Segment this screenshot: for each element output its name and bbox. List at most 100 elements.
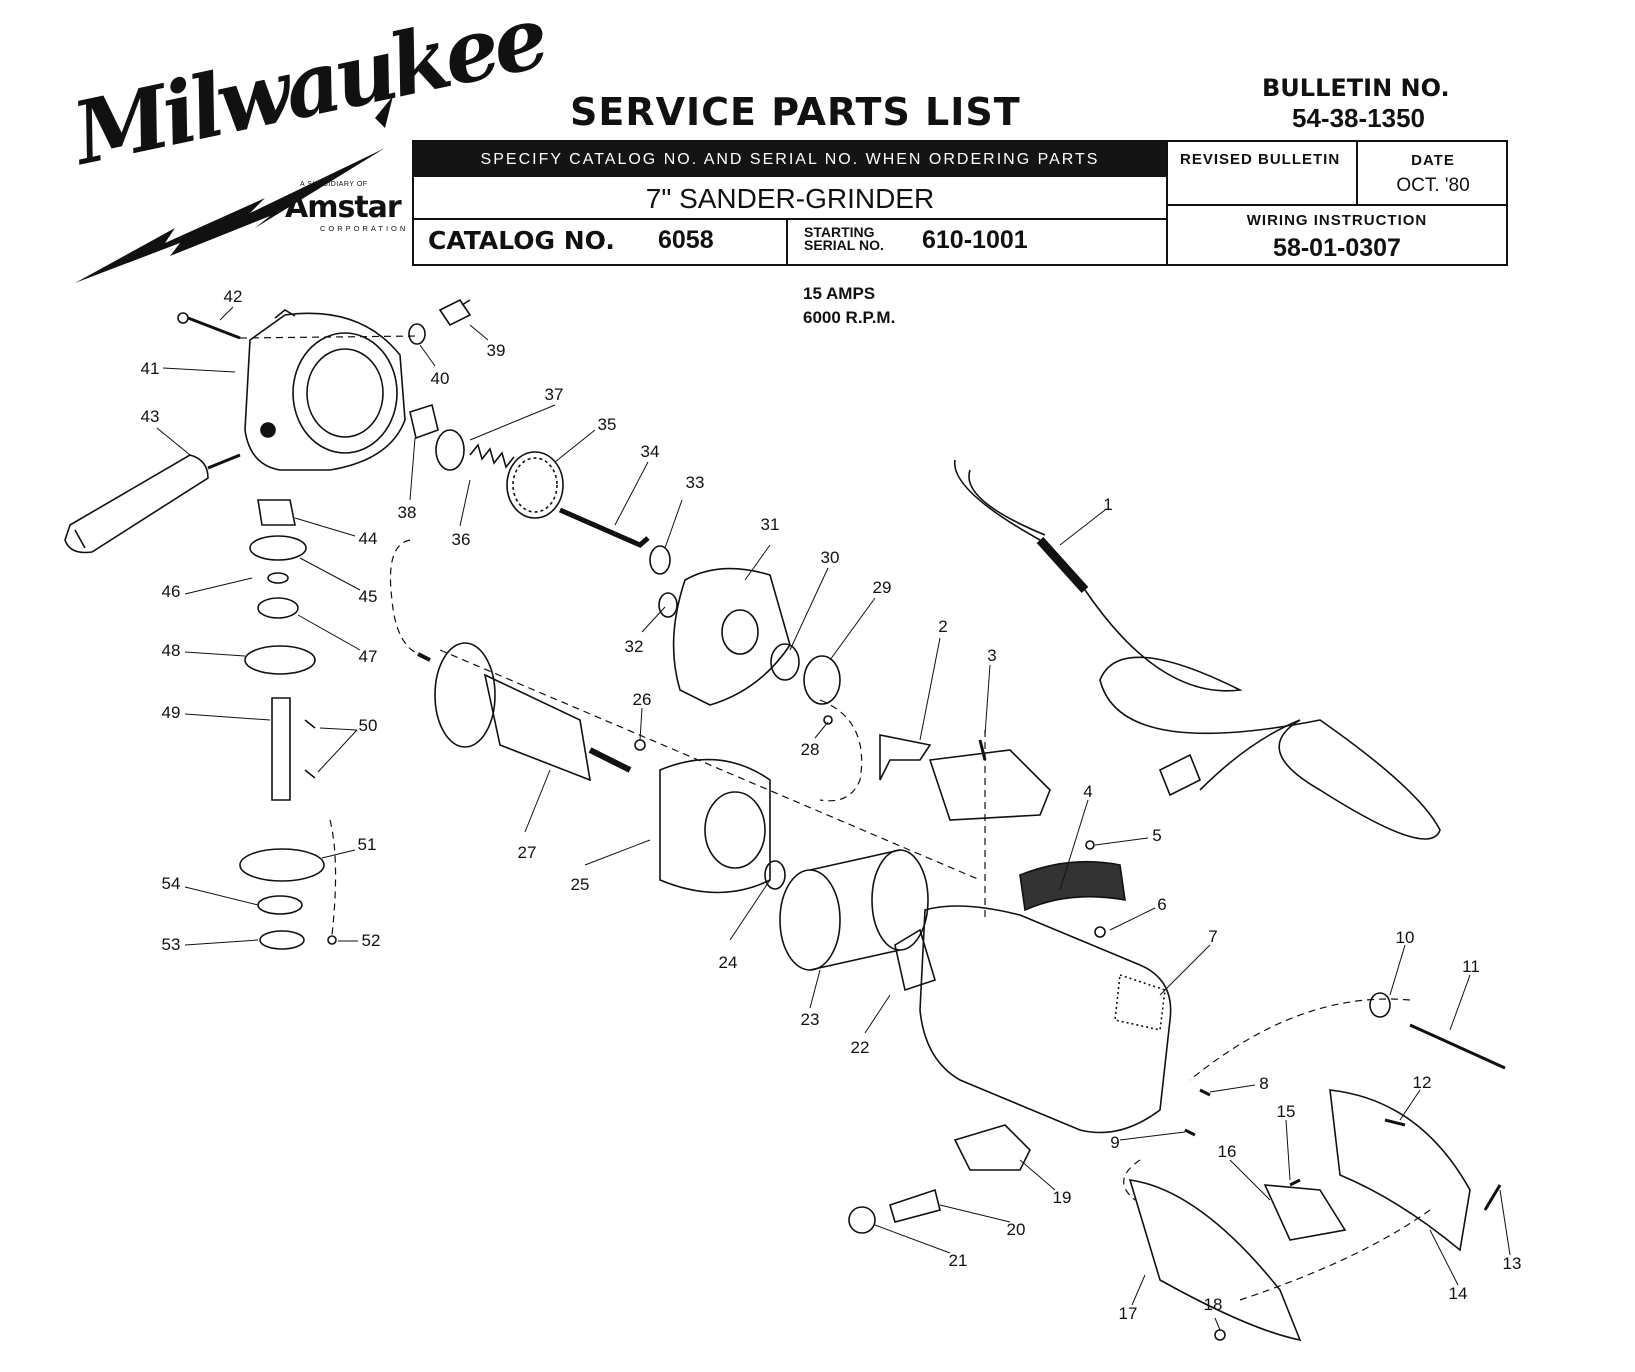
date-label: DATE: [1411, 152, 1455, 169]
part-label-14: 14: [1448, 1284, 1468, 1303]
handle-half-14: [1329, 1089, 1471, 1252]
subsidiary-text: A SUBSIDIARY OF: [300, 181, 368, 188]
bearing-45: [249, 535, 307, 561]
part-label-17: 17: [1118, 1304, 1138, 1323]
parent-corporation: CORPORATION: [320, 224, 409, 233]
screw-15: [1289, 1178, 1301, 1187]
bearing-30: [770, 643, 800, 681]
part-label-30: 30: [820, 548, 840, 567]
bearing-33: [649, 545, 671, 575]
washer-54: [257, 895, 303, 915]
part-label-45: 45: [358, 587, 378, 606]
part-label-9: 9: [1110, 1133, 1120, 1152]
part-label-1: 1: [1103, 495, 1113, 514]
part-label-24: 24: [718, 953, 738, 972]
part-label-11: 11: [1462, 957, 1480, 976]
power-cord-1: [954, 459, 1441, 840]
part-label-7: 7: [1208, 927, 1218, 946]
part-label-26: 26: [632, 690, 652, 709]
bearing-plate-31: [672, 567, 791, 706]
divider: [786, 220, 788, 266]
brush-20: [889, 1188, 941, 1223]
product-name: 7" SANDER-GRINDER: [414, 177, 1166, 220]
part-label-21: 21: [948, 1251, 968, 1270]
switch-lever-2: [879, 734, 932, 781]
nameplate-4: [1019, 860, 1126, 912]
part-label-46: 46: [161, 582, 181, 601]
part-label-37: 37: [544, 385, 564, 404]
part-label-50: 50: [358, 716, 378, 735]
part-label-42: 42: [223, 287, 243, 306]
nut-18: [1214, 1329, 1226, 1341]
gear-case: [244, 309, 406, 471]
ordering-note: SPECIFY CATALOG NO. AND SERIAL NO. WHEN …: [414, 142, 1166, 177]
baffle-23: [779, 849, 929, 971]
field-25: [659, 758, 771, 894]
part-label-41: 41: [140, 359, 160, 378]
divider: [1356, 142, 1358, 204]
handle-half-17: [1128, 1179, 1302, 1342]
part-label-47: 47: [358, 647, 378, 666]
part-label-54: 54: [161, 874, 181, 893]
part-label-38: 38: [397, 503, 417, 522]
spring-36: [469, 443, 515, 469]
switch-16: [1263, 1184, 1347, 1241]
shaft-34: [558, 507, 650, 548]
milwaukee-logo: Milwaukee A SUBSIDIARY OF Amstar CORPORA…: [55, 0, 552, 288]
parent-company: Amstar: [285, 190, 402, 225]
catalog-number: 6058: [658, 226, 714, 254]
wheel-guard-flange-51: [239, 848, 325, 882]
bearing-24: [764, 860, 786, 890]
screw-9: [1184, 1128, 1196, 1137]
washer-53: [259, 930, 305, 950]
page-title: SERVICE PARTS LIST: [570, 90, 1021, 134]
part-label-13: 13: [1502, 1254, 1522, 1273]
revised-bulletin-label: REVISED BULLETIN: [1180, 151, 1341, 168]
switch-cover: [928, 749, 1051, 821]
part-label-15: 15: [1276, 1102, 1296, 1121]
part-label-48: 48: [161, 641, 181, 660]
part-label-36: 36: [451, 530, 471, 549]
part-label-34: 34: [640, 442, 660, 461]
lightning-bolt-icon: [75, 96, 393, 283]
starting-serial-label-text: STARTING SERIAL NO.: [804, 224, 884, 253]
header-table: SPECIFY CATALOG NO. AND SERIAL NO. WHEN …: [412, 140, 1508, 266]
keys-50: [304, 719, 316, 779]
screw-13: [1483, 1184, 1502, 1211]
ring-46: [267, 572, 289, 584]
part-label-18: 18: [1203, 1295, 1223, 1314]
rpm-spec: 6000 R.P.M.: [803, 308, 896, 327]
screw-28: [823, 715, 833, 725]
wiring-instruction-number: 58-01-0307: [1273, 234, 1401, 262]
part-label-35: 35: [597, 415, 617, 434]
part-label-12: 12: [1412, 1073, 1432, 1092]
part-label-33: 33: [685, 473, 705, 492]
part-label-4: 4: [1083, 782, 1093, 801]
brush-holder-19: [953, 1124, 1031, 1171]
part-label-51: 51: [357, 835, 377, 854]
part-label-3: 3: [987, 646, 997, 665]
part-label-19: 19: [1052, 1188, 1072, 1207]
retainer-29: [803, 655, 841, 705]
nut-47: [257, 597, 299, 619]
screw-5: [1085, 840, 1095, 850]
bulletin-label: BULLETIN NO.: [1262, 74, 1450, 102]
screw-12: [1384, 1118, 1406, 1127]
bushing-10: [1369, 992, 1391, 1018]
screw-8: [1199, 1088, 1211, 1097]
part-label-31: 31: [760, 515, 780, 534]
starting-serial-number: 610-1001: [922, 226, 1028, 254]
part-label-39: 39: [486, 341, 506, 360]
part-label-32: 32: [624, 637, 644, 656]
part-label-22: 22: [850, 1038, 870, 1057]
catalog-label: CATALOG NO.: [428, 226, 615, 255]
part-label-10: 10: [1395, 928, 1415, 947]
gear-35: [506, 451, 564, 519]
part-label-25: 25: [570, 875, 590, 894]
bearing-plate-hole: [721, 609, 759, 655]
starting-serial-label: STARTING SERIAL NO.: [804, 224, 904, 253]
part-label-27: 27: [517, 843, 537, 862]
part-label-40: 40: [430, 369, 450, 388]
screw-3: [978, 739, 987, 761]
part-label-52: 52: [361, 931, 381, 950]
